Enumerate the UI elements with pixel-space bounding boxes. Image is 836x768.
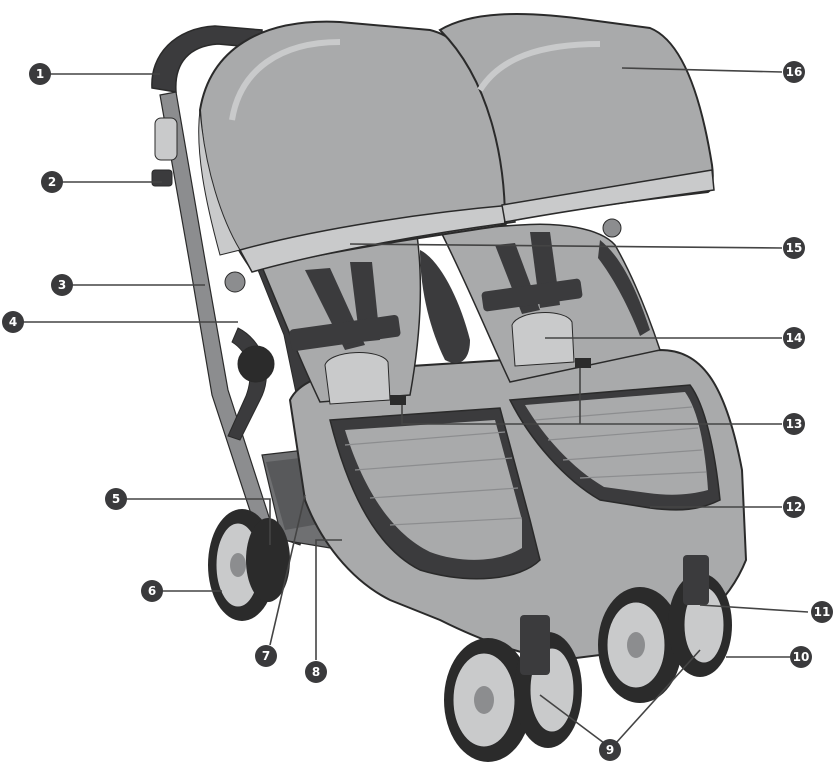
callout-10: 10 [790,646,812,668]
callout-10-number: 10 [793,650,810,664]
callout-7: 7 [255,645,277,667]
callout-6: 6 [141,580,163,602]
callout-11-number: 11 [814,605,831,619]
canopies [199,14,714,272]
callout-5: 5 [105,488,127,510]
callout-4-number: 4 [9,315,17,329]
callout-13-number: 13 [786,417,803,431]
fold-strap [228,328,266,440]
left-crotch-pad [325,353,390,404]
left-rear-wheel [208,509,290,621]
callout-1: 1 [29,63,51,85]
callout-3: 3 [51,274,73,296]
brake-pedal [152,170,172,186]
callout-1-number: 1 [36,67,44,81]
callout-5-number: 5 [112,492,120,506]
callout-9: 9 [599,739,621,761]
side-mesh-pocket [238,346,274,382]
callout-11: 11 [811,601,833,623]
callout-2-number: 2 [48,175,56,189]
callout-16: 16 [783,61,805,83]
callout-9-number: 9 [606,743,614,757]
callout-2: 2 [41,171,63,193]
right-buckle [575,358,591,368]
callout-4: 4 [2,311,24,333]
right-crotch-pad [512,313,574,366]
callout-14: 14 [783,327,805,349]
callout-15: 15 [783,237,805,259]
callout-8: 8 [305,661,327,683]
canopy-hinge [603,219,621,237]
callout-13: 13 [783,413,805,435]
callout-8-number: 8 [312,665,320,679]
callout-12-number: 12 [786,500,803,514]
handle-lock [155,118,177,160]
callout-14-number: 14 [786,331,803,345]
callout-3-number: 3 [58,278,66,292]
callout-16-number: 16 [786,65,803,79]
callout-6-number: 6 [148,584,156,598]
left-buckle [390,395,406,405]
callout-7-number: 7 [262,649,270,663]
frame-hinge [225,272,245,292]
callout-12: 12 [783,496,805,518]
callout-15-number: 15 [786,241,803,255]
